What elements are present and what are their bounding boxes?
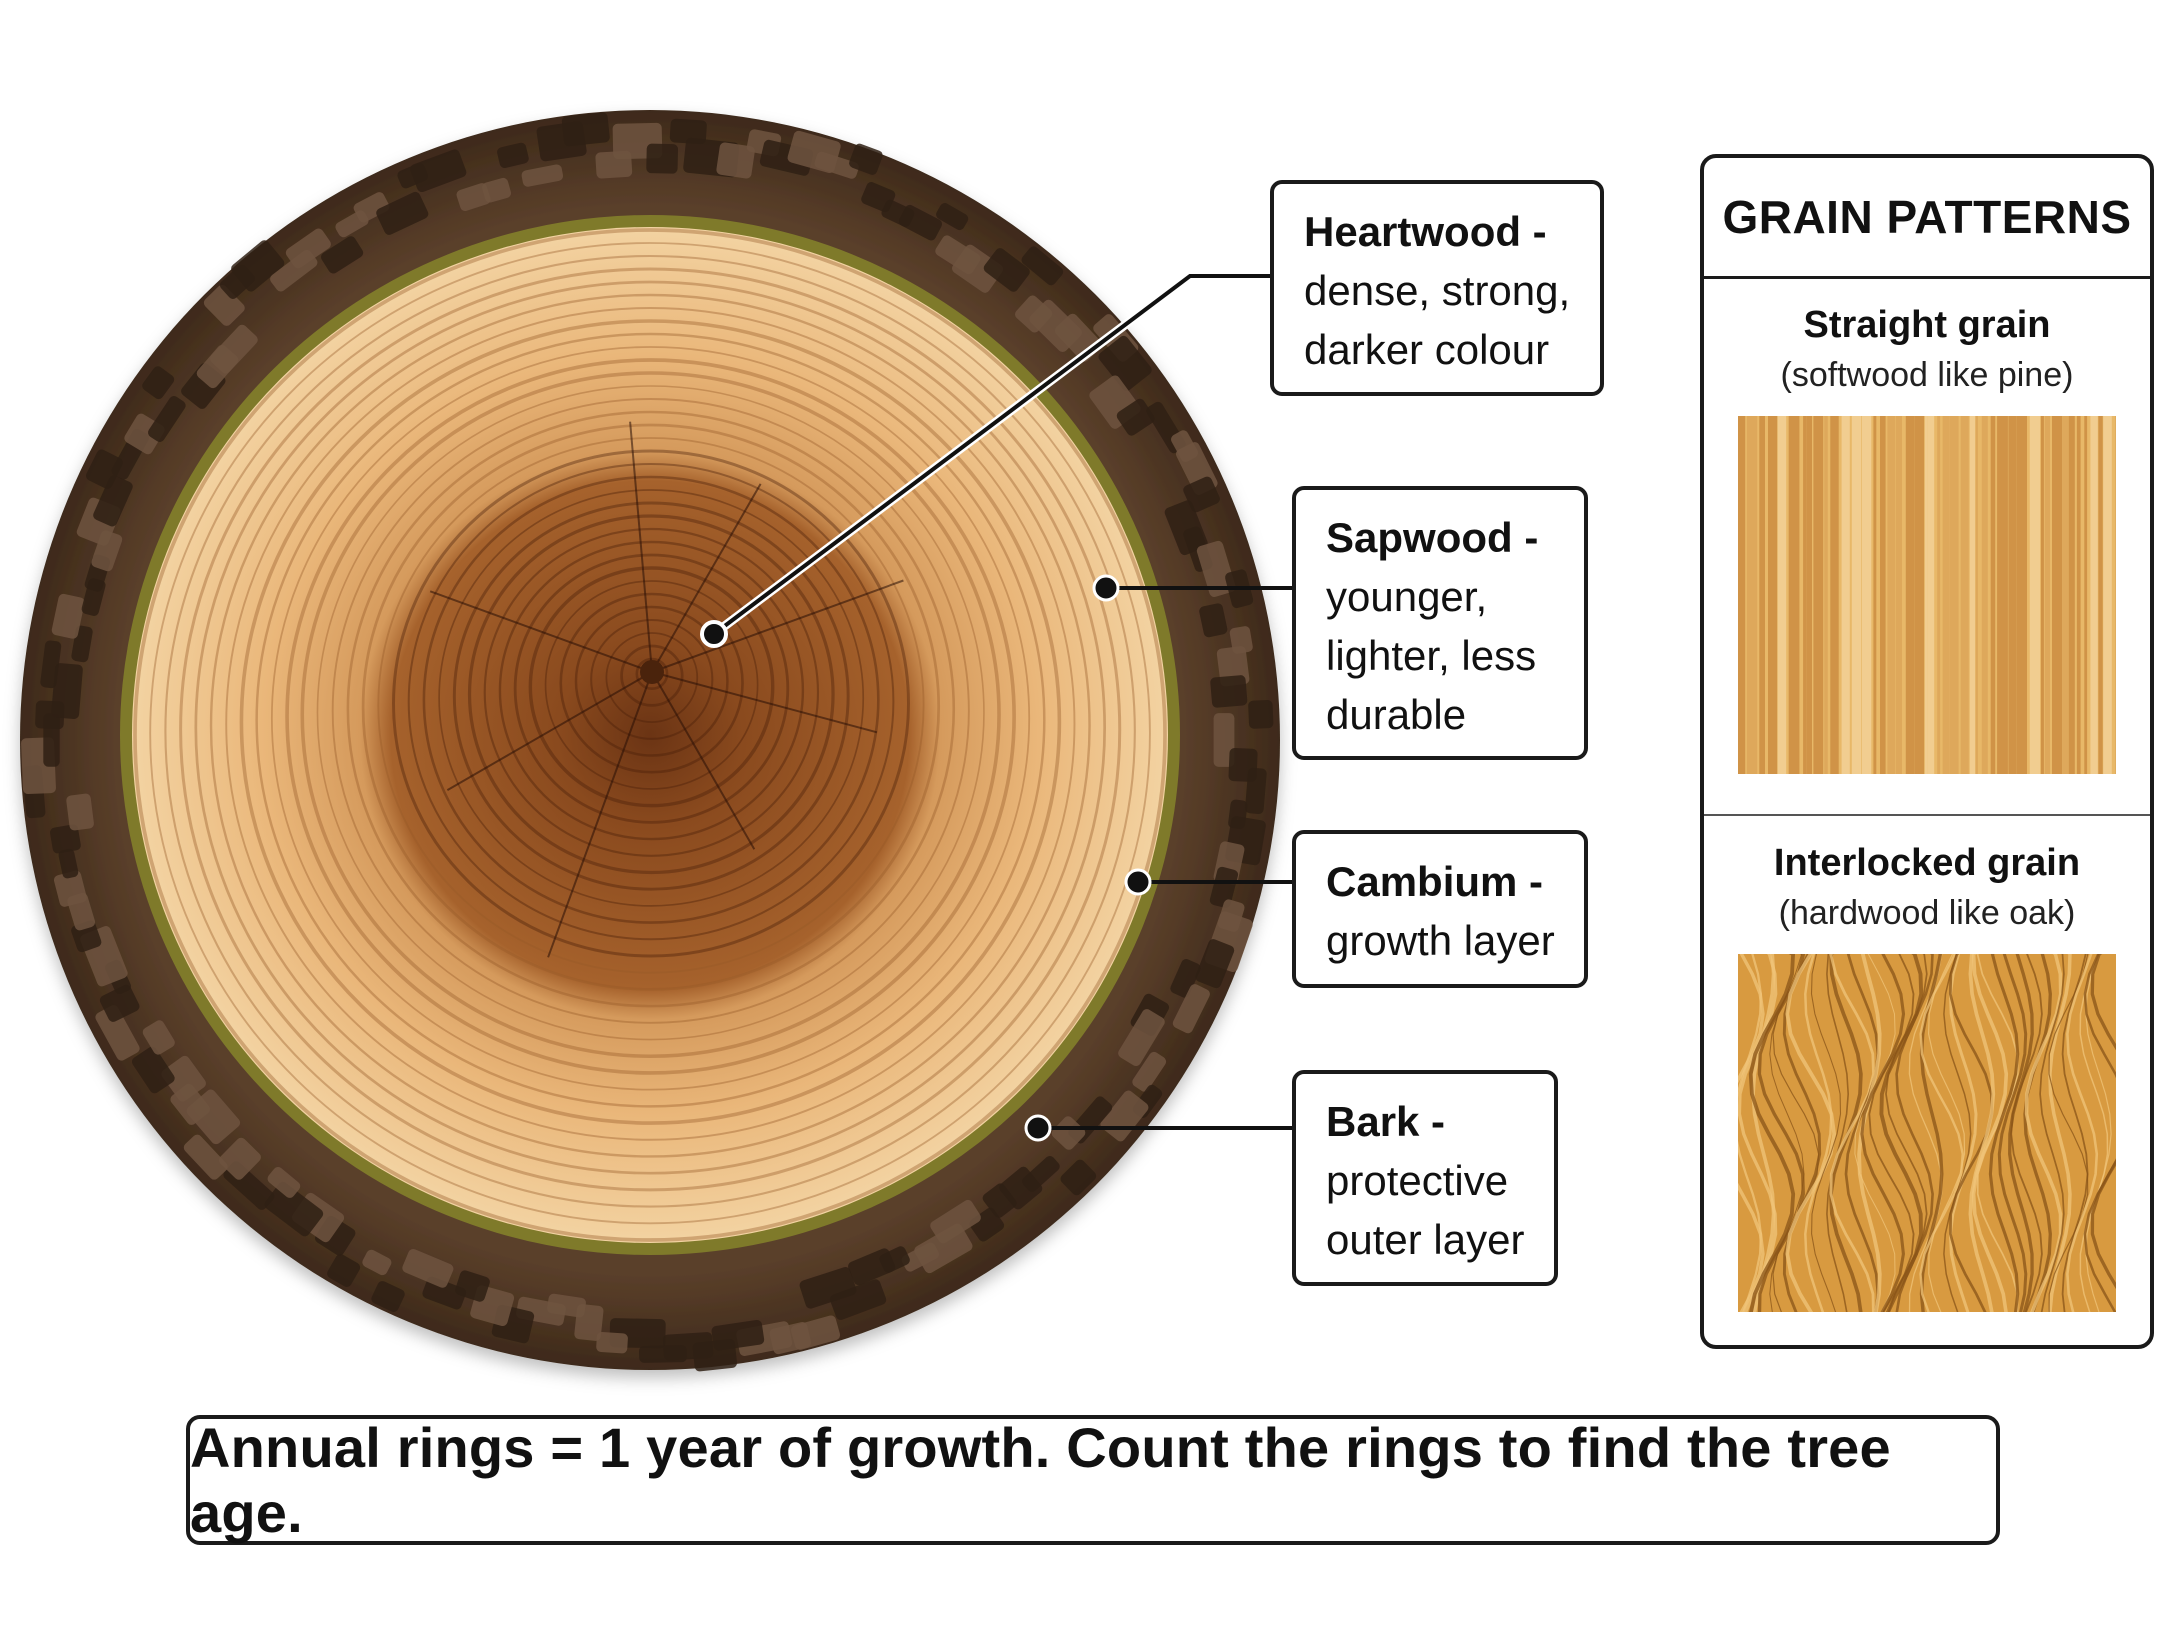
bark-marker [1026, 1116, 1050, 1140]
grain-patterns-panel: GRAIN PATTERNS Straight grain (softwood … [1700, 154, 2154, 1349]
sapwood-desc-line-3: durable [1326, 685, 1558, 744]
cambium-marker [1126, 870, 1150, 894]
cambium-label: Cambium - growth layer [1292, 830, 1588, 988]
bark-desc-line-2: outer layer [1326, 1210, 1528, 1269]
sapwood-title: Sapwood - [1326, 508, 1558, 567]
interlocked-grain-note: (hardwood like oak) [1704, 894, 2150, 933]
straight-grain-swatch [1738, 416, 2116, 774]
heartwood-label: Heartwood - dense, strong, darker colour [1270, 180, 1604, 396]
cambium-desc-line-1: growth layer [1326, 911, 1558, 970]
straight-grain-title: Straight grain [1704, 304, 2150, 347]
bark-label: Bark - protective outer layer [1292, 1070, 1558, 1286]
bark-title: Bark - [1326, 1092, 1528, 1151]
heartwood-desc-line-2: darker colour [1304, 320, 1574, 379]
heartwood-title: Heartwood - [1304, 202, 1574, 261]
grain-panel-title: GRAIN PATTERNS [1704, 158, 2150, 276]
sapwood-label: Sapwood - younger, lighter, less durable [1292, 486, 1588, 760]
panel-divider [1704, 814, 2150, 816]
straight-grain-note: (softwood like pine) [1704, 356, 2150, 395]
pith [640, 660, 664, 684]
interlocked-grain-title: Interlocked grain [1704, 842, 2150, 885]
sapwood-desc-line-1: younger, [1326, 567, 1558, 626]
cambium-title: Cambium - [1326, 852, 1558, 911]
caption-box: Annual rings = 1 year of growth. Count t… [186, 1415, 2000, 1545]
sapwood-desc-line-2: lighter, less [1326, 626, 1558, 685]
heartwood-desc-line-1: dense, strong, [1304, 261, 1574, 320]
panel-divider [1704, 276, 2150, 279]
caption-text: Annual rings = 1 year of growth. Count t… [190, 1415, 1996, 1545]
heartwood-marker [702, 622, 726, 646]
sapwood-marker [1094, 576, 1118, 600]
bark-desc-line-1: protective [1326, 1151, 1528, 1210]
interlocked-grain-swatch [1738, 954, 2116, 1312]
